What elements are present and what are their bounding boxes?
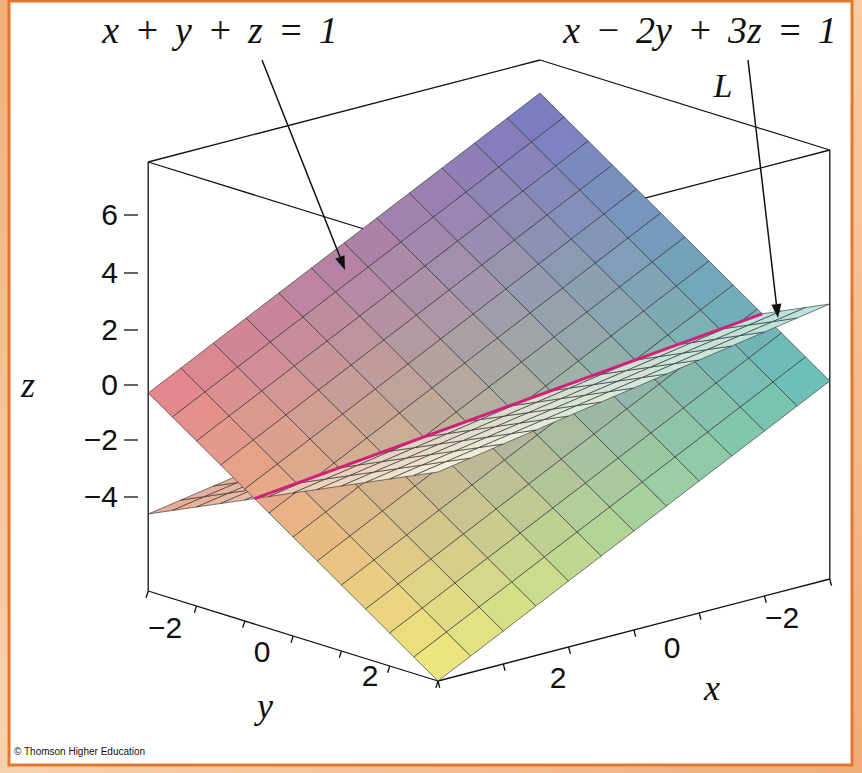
box-edge [148,162,149,591]
leader-line [262,60,340,257]
axis-tick [124,439,138,440]
leader-line [748,60,776,304]
plane-one-cell [773,357,830,406]
x-axis-label: x [704,670,720,706]
axis-tick [699,613,701,620]
axis-tick [124,384,138,385]
axis-tick [124,272,138,273]
axis-tick [634,630,636,637]
plane-two-cell [773,304,830,322]
box-edge [438,579,830,681]
box-edge [829,150,830,579]
copyright-note: © Thomson Higher Education [14,747,145,757]
axis-tick [124,214,138,215]
arrow-head [771,304,781,319]
axis-tick [765,596,767,603]
z-axis-label: z [21,367,35,403]
axis-tick [339,651,341,658]
leader-arrows [262,60,781,318]
axis-tick [243,621,245,628]
z-tick-label: −4 [84,482,118,512]
axis-tick [388,666,390,673]
y-axis-label: y [257,688,273,724]
line-label: L [714,69,733,103]
axis-tick [146,591,148,598]
z-tick-label: 6 [101,200,118,230]
plane-meshes [148,93,830,681]
z-tick-label: 4 [101,258,118,288]
y-tick-label: −2 [148,613,182,643]
intersection-line-l [254,314,762,499]
axis-tick [194,606,196,613]
z-tick-label: −2 [84,425,118,455]
axis-tick [503,664,505,671]
equation-label: x − 2y + 3z = 1 [563,11,837,49]
bounding-box [124,60,832,688]
x-tick-label: 0 [664,633,681,663]
x-tick-label: 2 [550,663,567,693]
figure-panel [9,1,852,765]
z-tick-label: 0 [101,370,118,400]
axis-tick [124,496,138,497]
axis-tick [569,647,571,654]
y-tick-label: 0 [254,637,271,667]
arrow-head [335,255,345,270]
axis-tick [830,579,832,586]
z-tick-label: 2 [101,315,118,345]
axis-tick [438,681,440,688]
axis-tick [291,636,293,643]
y-tick-label: 2 [362,661,379,691]
x-tick-label: −2 [765,603,799,633]
axis-tick [124,329,138,330]
intersection-line [254,314,762,499]
equation-label: x + y + z = 1 [102,11,338,49]
